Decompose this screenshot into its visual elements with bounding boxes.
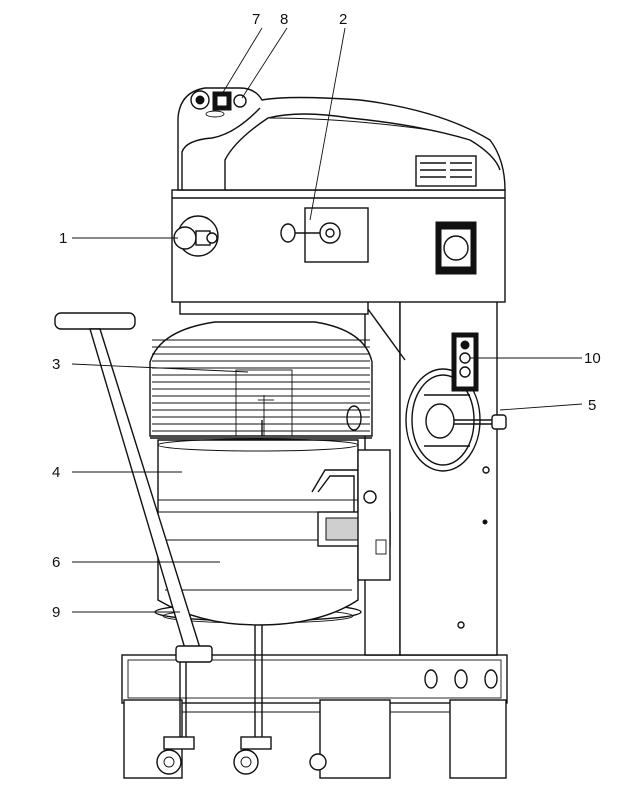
head-housing — [171, 87, 506, 315]
base-hole — [484, 669, 498, 689]
callout-1: 1 — [59, 230, 67, 247]
speed-selector-lever — [280, 207, 369, 263]
callout-5: 5 — [588, 397, 596, 414]
safety-guard — [149, 321, 373, 439]
callout-lines — [71, 27, 583, 613]
mixing-bowl — [157, 438, 391, 626]
callout-labels: 1 2 3 4 5 6 7 8 9 10 — [52, 11, 601, 621]
callout-10: 10 — [584, 350, 601, 367]
emergency-stop-button — [190, 90, 210, 110]
base-hole — [454, 669, 468, 689]
callout-3: 3 — [52, 356, 60, 373]
trolley-handle — [54, 312, 213, 663]
motor-vent — [435, 221, 477, 275]
callout-6: 6 — [52, 554, 60, 571]
timer-knob — [173, 215, 219, 257]
callout-2: 2 — [339, 11, 347, 28]
caster-wheel — [156, 736, 195, 775]
caster-wheel — [233, 736, 272, 775]
callout-9: 9 — [52, 604, 60, 621]
start-stop-switch — [212, 91, 247, 111]
bowl-lift-handwheel — [405, 368, 507, 472]
vent-grille — [415, 155, 477, 187]
callout-7: 7 — [252, 11, 260, 28]
control-panel — [451, 332, 479, 392]
base-hole — [424, 669, 438, 689]
callout-4: 4 — [52, 464, 60, 481]
caster-wheel — [309, 753, 327, 771]
callout-8: 8 — [280, 11, 288, 28]
base-frame — [121, 654, 508, 779]
